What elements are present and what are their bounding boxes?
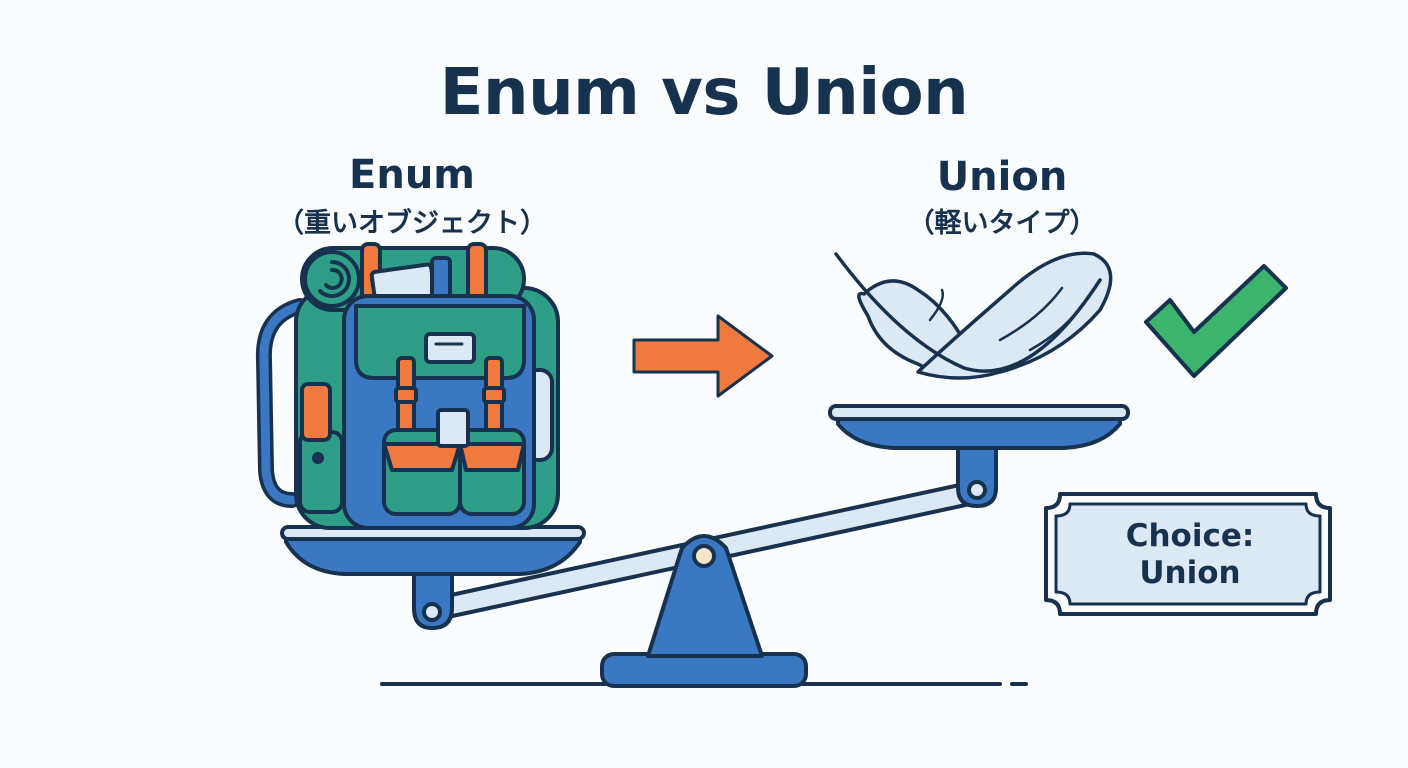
choice-label: Choice: Union — [1072, 518, 1308, 592]
enum-label: Enum — [349, 152, 475, 198]
page-title: Enum vs Union — [439, 56, 969, 130]
checkmark-icon — [1144, 264, 1288, 378]
scale-fulcrum — [600, 534, 808, 688]
choice-label-line2: Union — [1139, 555, 1241, 591]
choice-label-line1: Choice: — [1125, 518, 1255, 554]
right-scale-pan — [828, 404, 1130, 508]
feather-icon — [834, 251, 1113, 380]
choice-plaque — [1044, 492, 1332, 616]
union-sublabel: （軽いタイプ） — [907, 208, 1097, 239]
arrow-right-icon — [632, 314, 774, 398]
enum-sublabel: （重いオブジェクト） — [277, 208, 547, 239]
backpack-icon — [255, 242, 560, 530]
union-label: Union — [936, 154, 1068, 200]
